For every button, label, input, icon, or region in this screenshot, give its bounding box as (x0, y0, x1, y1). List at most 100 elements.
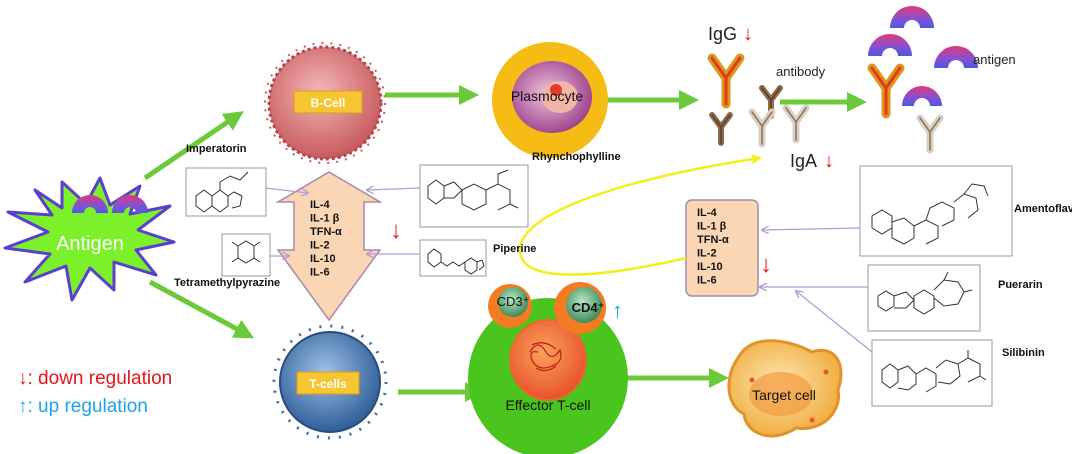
silibinin-label: Silibinin (1002, 347, 1045, 359)
arrow-rhynchophylline (367, 188, 421, 190)
target-cell-dot (749, 377, 755, 383)
flow-arrows (143, 85, 868, 402)
structure-amentoflavone: Amentoflavone (859, 165, 1072, 257)
structure-box (185, 167, 267, 217)
cytokine-item: TFN-α (310, 226, 342, 238)
cytokine-item: IL-10 (697, 261, 723, 273)
legend-down-regulation: ↓: down regulation (18, 368, 172, 389)
antibody-icon (712, 115, 730, 143)
structure-box (867, 264, 981, 332)
compound-arrows (264, 187, 873, 353)
antibody-icon (872, 68, 900, 114)
antigen-icon (868, 34, 912, 56)
cytokine-item: IL-4 (697, 207, 717, 219)
antigen-star-shape (3, 176, 176, 302)
t-cells-label: T-cells (309, 377, 347, 391)
structure-silibinin: Silibinin (871, 339, 1045, 407)
target-cell-dot (809, 417, 815, 423)
target-cell-label: Target cell (752, 387, 816, 403)
cytokine-box-right-shape (685, 199, 759, 297)
structure-puerarin: Puerarin (867, 264, 1043, 332)
antibody-icon (920, 118, 940, 150)
plasmocyte-node: Plasmocyte (492, 42, 608, 158)
yellow-feedback-arrow (518, 154, 762, 276)
antigen-epitope-icon (112, 195, 148, 213)
cytokine-item: IL-4 (310, 199, 330, 211)
structure-box (859, 165, 1013, 257)
t-cells-node: T-cells (272, 324, 388, 440)
b-cell-label-box (293, 90, 363, 114)
cytokine-double-arrow-shape (275, 171, 383, 322)
antigen-label: Antigen (56, 233, 124, 255)
arrow-antigen-to-bcell (143, 111, 244, 181)
cytokine-item: IL-6 (310, 267, 330, 279)
structure-box (221, 233, 271, 277)
t-cells-villi (272, 324, 388, 440)
arrow-antigen-to-tcells (148, 279, 255, 339)
antigen-epitope-icon (72, 195, 108, 213)
arrow-amentoflavone (762, 228, 861, 230)
antigen-icon (934, 46, 978, 68)
cd3-label: CD3⁺ (497, 294, 530, 309)
antigen-icon (890, 6, 934, 28)
cytokine-item: TFN-α (697, 234, 729, 246)
cd4-up-arrow: ↑ (612, 298, 623, 323)
iga-label: IgA (790, 151, 817, 171)
cytokine-item: IL-1 β (310, 213, 340, 225)
puerarin-label: Puerarin (998, 279, 1043, 291)
plasmocyte-label: Plasmocyte (511, 88, 584, 104)
cd4-cell-inner (566, 287, 602, 323)
cd3-cell-inner (498, 287, 528, 317)
molecule-icon (231, 240, 261, 264)
effector-chromatin (529, 342, 562, 372)
antigen-node: Antigen (3, 176, 176, 302)
cytokine-item: IL-2 (310, 240, 330, 252)
cytokine-item: IL-10 (310, 253, 336, 265)
structure-box (419, 164, 529, 228)
cytokine-right-down-arrow: ↓ (760, 251, 772, 278)
t-cells-label-box (296, 371, 360, 395)
plasmocyte-nucleolus (550, 84, 562, 96)
molecule-icon (427, 169, 519, 211)
b-cell-node: B-Cell (264, 42, 386, 164)
b-cell-villi (264, 42, 386, 164)
molecule-icon (427, 248, 485, 275)
igg-label: IgG (708, 24, 737, 44)
antibody-antigen-complex: antigen (868, 6, 1016, 150)
cytokine-item: IL-6 (697, 275, 717, 287)
legend: ↓: down regulation ↑: up regulation (18, 368, 172, 417)
molecule-icon (881, 350, 987, 393)
cytokine-item: IL-1 β (697, 221, 727, 233)
antibody-icon (712, 58, 740, 104)
molecule-icon (871, 183, 989, 245)
cytokine-left-down-arrow: ↓ (390, 217, 402, 244)
antibody-icon (786, 108, 806, 140)
amentoflavone-label: Amentoflavone (1014, 203, 1072, 215)
legend-up-regulation: ↑: up regulation (18, 396, 148, 417)
effector-t-cell-node: Effector T-cell CD3⁺ CD4⁺ ↑ (468, 282, 628, 454)
cytokine-item: IL-2 (697, 248, 717, 260)
antibody-icon (752, 112, 772, 144)
antibody-group: IgG ↓ antibody IgA ↓ (708, 23, 834, 172)
antibody-label: antibody (776, 64, 826, 79)
arrow-imperatorin (264, 187, 308, 193)
tetramethylpyrazine-label: Tetramethylpyrazine (174, 277, 280, 289)
piperine-label: Piperine (493, 243, 536, 255)
structure-box (871, 339, 993, 407)
target-cell-nucleus (749, 372, 813, 416)
antigen-complex-label: antigen (973, 52, 1016, 67)
b-cell-label: B-Cell (311, 96, 346, 110)
iga-down-arrow: ↓ (824, 150, 834, 172)
structure-box (419, 239, 487, 277)
molecule-icon (877, 271, 973, 315)
structure-tetramethylpyrazine: Tetramethylpyrazine (174, 233, 280, 289)
structure-imperatorin: Imperatorin (185, 143, 267, 217)
effector-nucleus (509, 319, 587, 401)
igg-down-arrow: ↓ (743, 23, 753, 45)
molecule-icon (195, 171, 249, 213)
